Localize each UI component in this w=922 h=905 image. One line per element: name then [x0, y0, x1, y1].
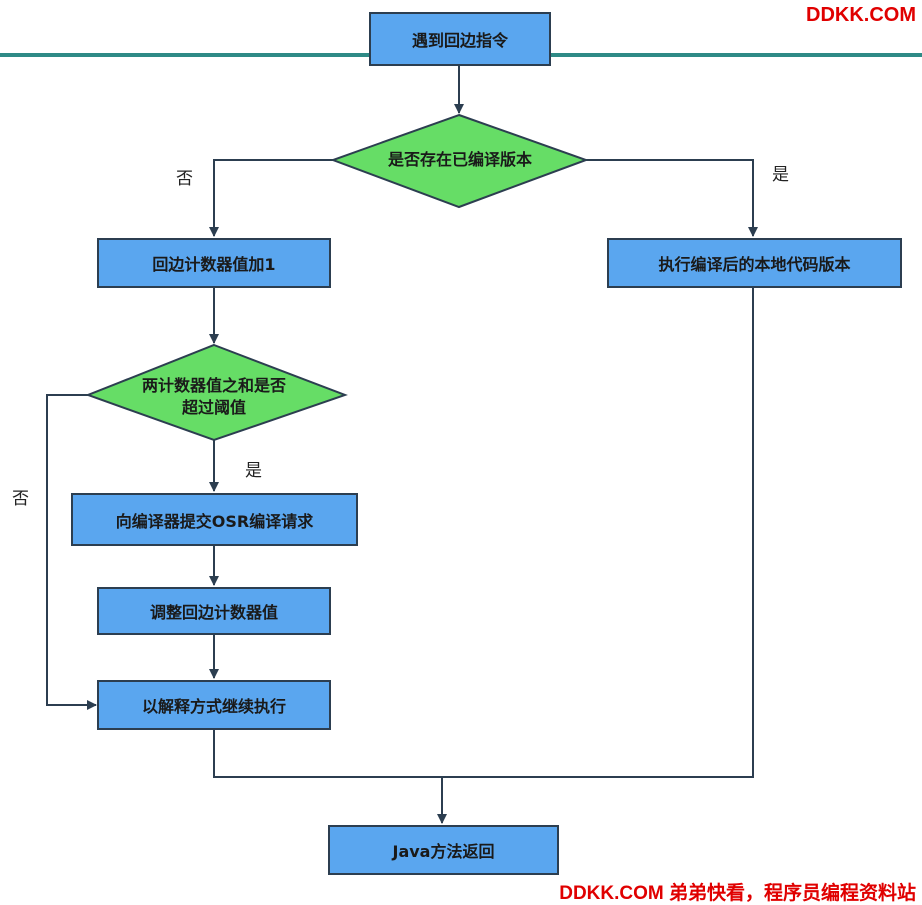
arrow-compiled-yes	[586, 159, 758, 237]
decision-compiled-label: 是否存在已编译版本	[387, 150, 532, 169]
edge-label-compiled-yes: 是	[772, 165, 789, 185]
node-submit-osr: 向编译器提交OSR编译请求	[71, 493, 358, 546]
node-adjust: 调整回边计数器值	[97, 587, 331, 635]
arrow-compiled-no	[209, 159, 333, 237]
watermark-top: DDKK.COM	[806, 4, 916, 26]
line-compiled-to-merge	[442, 288, 754, 778]
line-interpret-to-merge	[213, 730, 442, 778]
node-start: 遇到回边指令	[369, 12, 551, 66]
decision-threshold-label-line2: 超过阈值	[181, 398, 246, 417]
edge-label-compiled-no: 否	[176, 169, 193, 189]
node-return: Java方法返回	[328, 825, 559, 875]
node-increment: 回边计数器值加1	[97, 238, 331, 288]
decision-threshold-diamond	[85, 343, 348, 442]
decision-compiled-diamond	[330, 113, 589, 209]
edge-label-threshold-yes: 是	[245, 461, 262, 481]
watermark-bottom: DDKK.COM 弟弟快看，程序员编程资料站	[559, 883, 916, 904]
node-interpret: 以解释方式继续执行	[97, 680, 331, 730]
edge-label-threshold-no: 否	[12, 489, 29, 509]
decision-threshold-label-line1: 两计数器值之和是否	[141, 376, 286, 395]
arrow-threshold-no	[46, 394, 97, 710]
node-run-compiled: 执行编译后的本地代码版本	[607, 238, 902, 288]
